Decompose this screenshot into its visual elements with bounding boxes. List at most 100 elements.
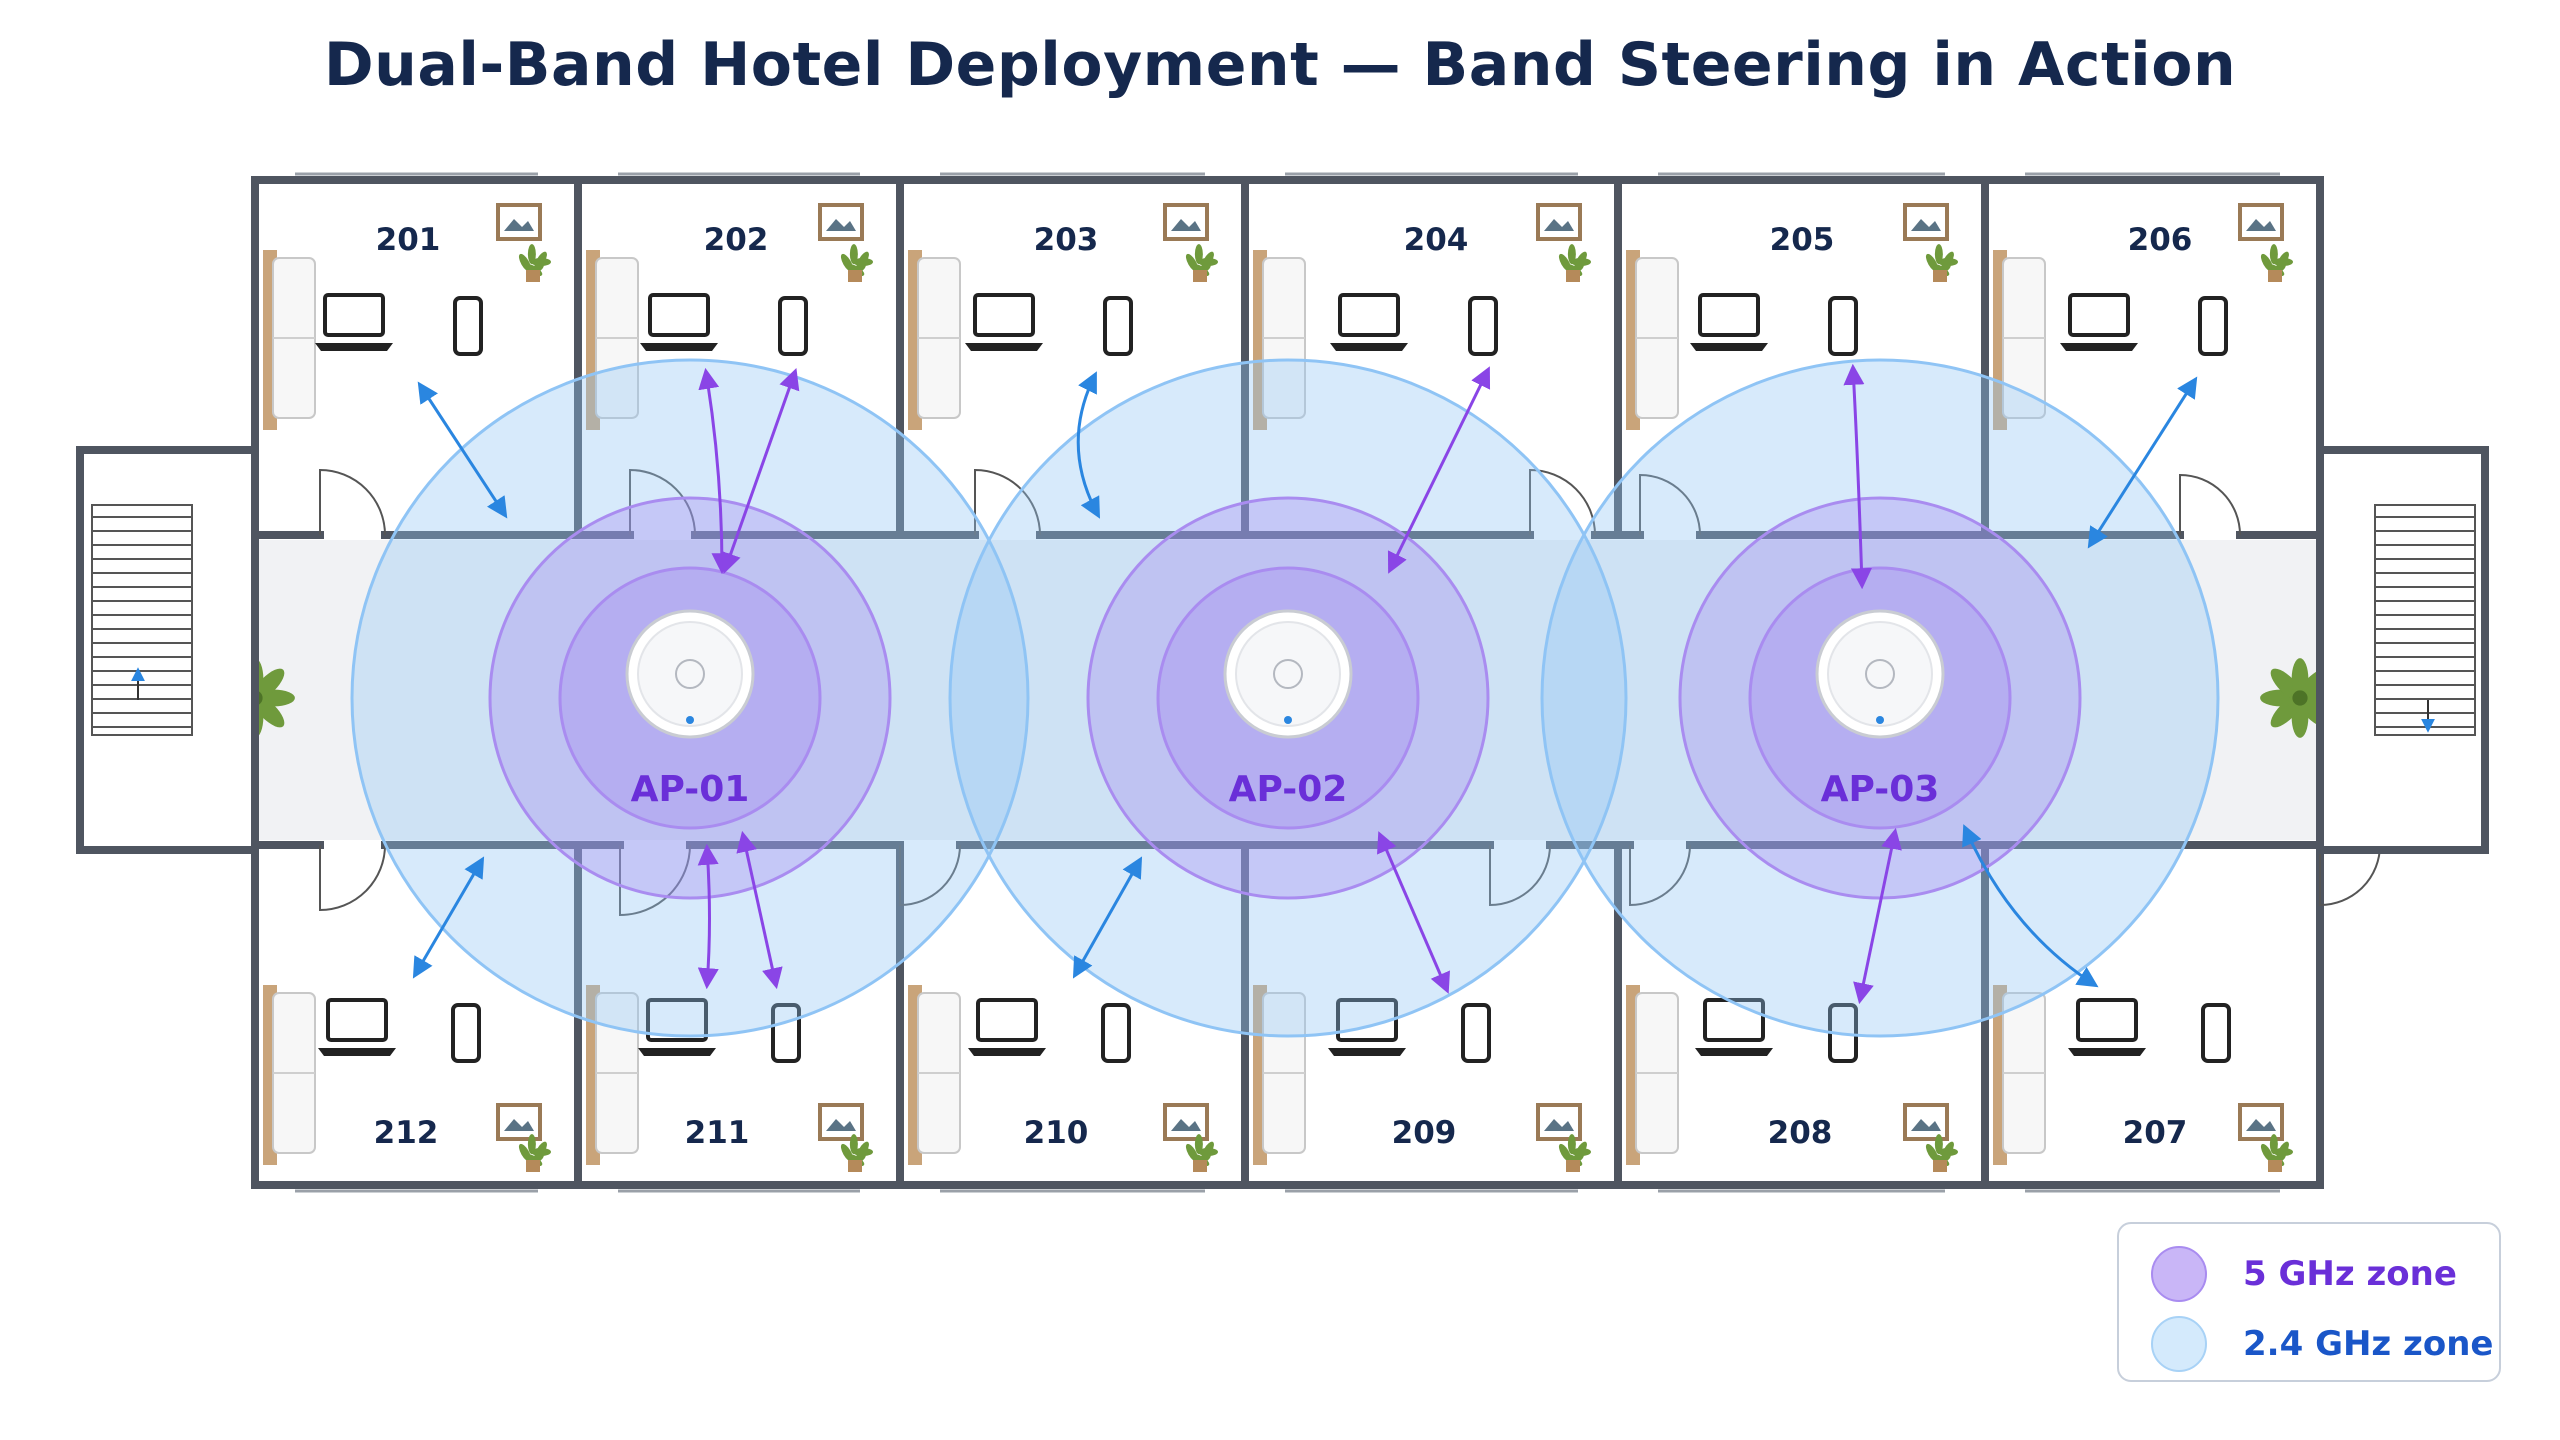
potted-plant-leaf: [2269, 1134, 2278, 1155]
picture-frame-icon: [1536, 1103, 1582, 1141]
laptop-base: [318, 1048, 396, 1056]
potted-plant-leaf: [849, 244, 858, 265]
picture-frame-art: [826, 219, 856, 231]
potted-plant-icon: [1566, 270, 1580, 282]
band-steering-5ghz-arrow: [736, 830, 783, 990]
room-number-label: 206: [2128, 222, 2193, 258]
phone-icon: [1461, 1003, 1491, 1063]
stairs-left: [91, 504, 193, 736]
room-number-label: 207: [2123, 1115, 2188, 1151]
potted-plant-leaf: [1567, 1134, 1576, 1155]
potted-plant-icon: [848, 1160, 862, 1172]
picture-frame-art: [1171, 219, 1201, 231]
potted-plant-leaf: [1567, 244, 1576, 265]
access-point-face: [1235, 621, 1341, 727]
door: [2319, 844, 2381, 907]
access-point-led-icon: [1284, 716, 1292, 724]
laptop-base: [1695, 1048, 1773, 1056]
potted-plant-leaf: [1558, 253, 1572, 272]
laptop-base: [1690, 343, 1768, 351]
room-number-label: 202: [704, 222, 769, 258]
legend-item-24ghz: 2.4 GHz zone: [2151, 1316, 2493, 1372]
legend-label-24ghz: 2.4 GHz zone: [2243, 1324, 2494, 1364]
room-number-label: 210: [1024, 1115, 1089, 1151]
picture-frame-icon: [496, 1103, 542, 1141]
potted-plant-icon: [848, 270, 862, 282]
access-point-face: [637, 621, 743, 727]
laptop-icon: [973, 293, 1035, 337]
potted-plant-leaf: [1185, 1143, 1199, 1162]
potted-plant-leaf: [1558, 1143, 1572, 1162]
access-point-label: AP-01: [631, 769, 750, 810]
picture-frame-icon: [496, 203, 542, 241]
laptop-base: [315, 343, 393, 351]
picture-frame-icon: [818, 1103, 864, 1141]
potted-plant-leaf: [527, 244, 536, 265]
picture-frame-art: [1911, 1119, 1941, 1131]
door: [899, 844, 961, 907]
room-number-label: 205: [1770, 222, 1835, 258]
laptop-icon: [2068, 293, 2130, 337]
band-steering-2.4ghz-arrow: [412, 856, 485, 979]
band-steering-5ghz-arrow: [1853, 827, 1902, 1005]
page-title: Dual-Band Hotel Deployment — Band Steeri…: [323, 30, 2237, 100]
band-steering-2.4ghz-arrow: [1072, 856, 1143, 979]
laptop-icon: [1698, 293, 1760, 337]
phone-icon: [2201, 1003, 2231, 1063]
access-point-label: AP-03: [1821, 769, 1940, 810]
picture-frame-icon: [1163, 203, 1209, 241]
potted-plant-icon: [2268, 1160, 2282, 1172]
laptop-icon: [2076, 998, 2138, 1042]
access-point-1[interactable]: AP-01: [625, 609, 755, 810]
potted-plant-icon: [2268, 270, 2282, 282]
potted-plant-leaf: [1934, 1134, 1943, 1155]
laptop-icon: [323, 293, 385, 337]
access-point-led-icon: [1876, 716, 1884, 724]
access-point-label: AP-02: [1229, 769, 1348, 810]
laptop-base: [1330, 343, 1408, 351]
door: [974, 468, 1041, 536]
potted-plant-leaf: [2260, 253, 2274, 272]
phone-icon: [451, 1003, 481, 1063]
band-steering-2.4ghz-arrow: [1962, 824, 2099, 988]
picture-frame-icon: [1903, 1103, 1949, 1141]
potted-plant-leaf: [840, 253, 854, 272]
laptop-base: [968, 1048, 1046, 1056]
picture-frame-art: [504, 219, 534, 231]
potted-plant-leaf: [1925, 1143, 1939, 1162]
access-point-ring: [1865, 659, 1895, 689]
access-point-3[interactable]: AP-03: [1815, 609, 1945, 810]
potted-plant-icon: [1193, 270, 1207, 282]
room-number-label: 208: [1768, 1115, 1833, 1151]
plant-leaf: [252, 668, 285, 701]
phone-icon: [778, 296, 808, 356]
door: [1639, 473, 1701, 536]
picture-frame-art: [2246, 219, 2276, 231]
potted-plant-leaf: [1185, 253, 1199, 272]
potted-plant-leaf: [1925, 253, 1939, 272]
potted-plant-icon: [1933, 270, 1947, 282]
legend-swatch-5ghz: [2151, 1246, 2207, 1302]
potted-plant-leaf: [1194, 1134, 1203, 1155]
room-number-label: 203: [1034, 222, 1099, 258]
door: [1489, 844, 1551, 907]
band-steering-5ghz-arrow: [720, 368, 800, 574]
access-point-2[interactable]: AP-02: [1223, 609, 1353, 810]
access-point-led-icon: [686, 716, 694, 724]
access-point-face: [1827, 621, 1933, 727]
potted-plant-leaf: [1934, 244, 1943, 265]
laptop-base: [638, 1048, 716, 1056]
phone-icon: [1101, 1003, 1131, 1063]
room-number-label: 212: [374, 1115, 439, 1151]
potted-plant-leaf: [2260, 1143, 2274, 1162]
door: [629, 468, 696, 536]
laptop-base: [2060, 343, 2138, 351]
laptop-icon: [1338, 293, 1400, 337]
picture-frame-icon: [818, 203, 864, 241]
laptop-icon: [976, 998, 1038, 1042]
picture-frame-art: [1544, 1119, 1574, 1131]
room-number-label: 201: [376, 222, 441, 258]
laptop-base: [2068, 1048, 2146, 1056]
room-number-label: 211: [685, 1115, 750, 1151]
